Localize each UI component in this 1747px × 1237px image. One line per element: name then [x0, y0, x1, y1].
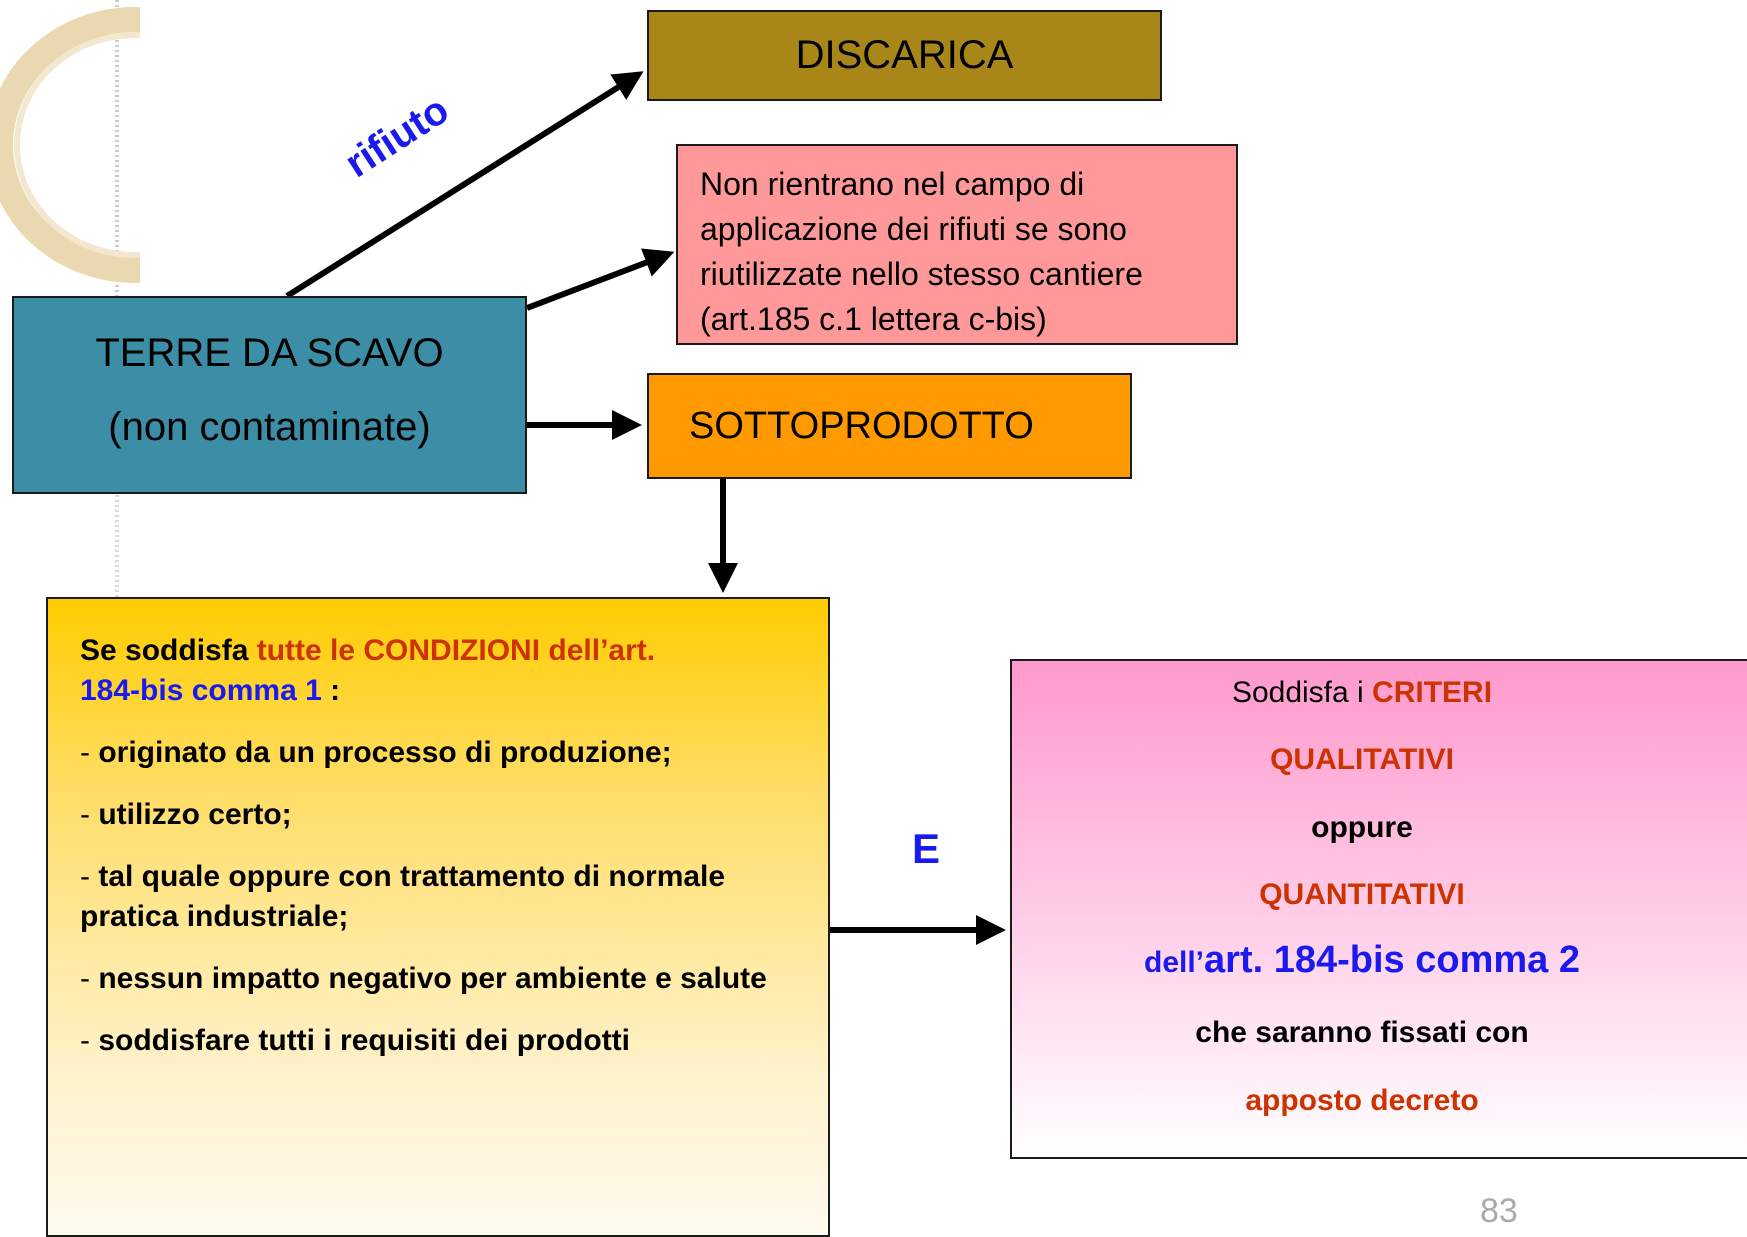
condition-text: nessun impatto negativo per ambiente e s…: [98, 962, 767, 995]
conditions-box: Se soddisfa tutte le CONDIZIONI dell’art…: [46, 597, 830, 1237]
criteria-line-1: Soddisfa i CRITERI: [1012, 676, 1712, 710]
criteria-ref-prefix: dell’: [1144, 946, 1205, 979]
condition-item: - soddisfare tutti i requisiti dei prodo…: [80, 1024, 631, 1057]
intro-suffix: :: [321, 674, 341, 707]
criteria-box: Soddisfa i CRITERI QUALITATIVI oppure QU…: [1010, 659, 1747, 1159]
criteria-highlight: CRITERI: [1372, 676, 1493, 709]
condition-text: utilizzo certo;: [98, 798, 292, 831]
intro-highlight: tutte le CONDIZIONI dell’art.: [256, 634, 656, 667]
condition-text: tal quale oppure con trattamento di norm…: [80, 860, 726, 933]
terre-title: TERRE DA SCAVO: [95, 331, 444, 375]
criteria-quantitativi: QUANTITATIVI: [1259, 878, 1465, 911]
criteria-prefix: Soddisfa i: [1231, 676, 1373, 709]
criteria-decreto: apposto decreto: [1245, 1084, 1479, 1117]
arrow-to-discarica: [285, 71, 644, 299]
non-rientrano-box: Non rientrano nel campo di applicazione …: [676, 144, 1238, 345]
condition-item: - tal quale oppure con trattamento di no…: [80, 860, 726, 933]
criteria-qualitativi: QUALITATIVI: [1270, 743, 1454, 776]
criteria-ref: dell’art. 184-bis comma 2: [1012, 939, 1712, 982]
condition-item: - utilizzo certo;: [80, 798, 292, 831]
terre-subtitle: (non contaminate): [108, 405, 431, 449]
condition-item: - originato da un processo di produzione…: [80, 736, 672, 769]
condition-text: soddisfare tutti i requisiti dei prodott…: [98, 1024, 631, 1057]
condition-text: originato da un processo di produzione;: [98, 736, 672, 769]
conditions-intro: Se soddisfa tutte le CONDIZIONI dell’art…: [80, 631, 828, 711]
intro-prefix: Se soddisfa: [80, 634, 257, 667]
criteria-fissati: che saranno fissati con: [1195, 1016, 1529, 1049]
arrow-to-non-rientrano: [525, 248, 675, 311]
terre-da-scavo-box: TERRE DA SCAVO (non contaminate): [12, 296, 527, 494]
criteria-ref-article: art. 184-bis comma 2: [1204, 939, 1580, 981]
condition-item: - nessun impatto negativo per ambiente e…: [80, 962, 767, 995]
non-rientrano-text: Non rientrano nel campo di applicazione …: [700, 166, 1143, 337]
page-number: 83: [1480, 1192, 1518, 1230]
connector-label-e: E: [912, 825, 941, 872]
discarica-box: DISCARICA: [647, 10, 1162, 101]
discarica-label: DISCARICA: [795, 33, 1014, 77]
sottoprodotto-label: SOTTOPRODOTTO: [689, 405, 1034, 447]
sottoprodotto-box: SOTTOPRODOTTO: [647, 373, 1132, 479]
intro-ref: 184-bis comma 1: [80, 674, 322, 707]
criteria-oppure: oppure: [1311, 811, 1413, 844]
